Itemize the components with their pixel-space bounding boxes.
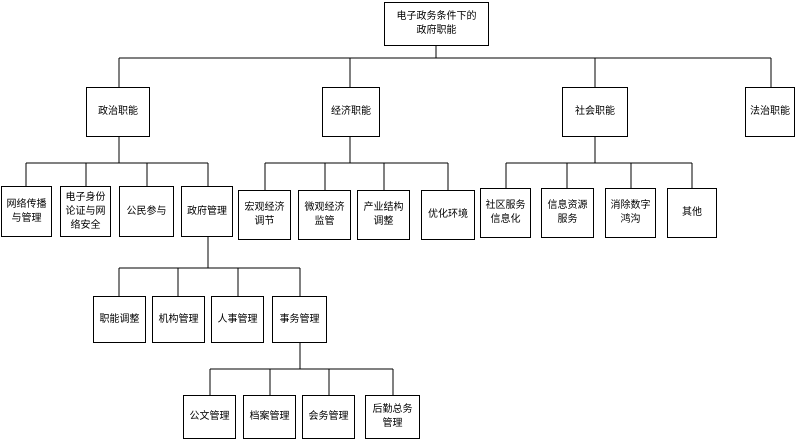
- digital-divide-node: 消除数字 鸿沟: [605, 188, 656, 238]
- citizen-participation-node: 公民参与: [119, 186, 174, 237]
- optimize-environment-node: 优化环境: [421, 190, 475, 240]
- function-adjustment-node: 职能调整: [93, 296, 146, 343]
- network-communication-node: 网络传播 与管理: [1, 186, 52, 237]
- legal-function-node: 法治职能: [745, 87, 795, 137]
- personnel-management-node: 人事管理: [211, 296, 264, 343]
- affairs-management-node: 事务管理: [272, 296, 327, 343]
- political-function-node: 政治职能: [86, 87, 150, 137]
- organization-management-node: 机构管理: [152, 296, 205, 343]
- community-service-node: 社区服务 信息化: [480, 188, 531, 238]
- document-management-node: 公文管理: [183, 395, 236, 439]
- macroeconomic-regulation-node: 宏观经济 调节: [238, 190, 291, 240]
- logistics-management-node: 后勤总务 管理: [365, 395, 420, 439]
- government-management-node: 政府管理: [181, 186, 233, 237]
- other-node: 其他: [667, 188, 717, 238]
- meeting-management-node: 会务管理: [302, 395, 355, 439]
- electronic-id-security-node: 电子身份 论证与网 络安全: [60, 186, 111, 237]
- industrial-structure-node: 产业结构 调整: [357, 190, 410, 240]
- info-resource-service-node: 信息资源 服务: [541, 188, 594, 238]
- microeconomic-supervision-node: 微观经济 监管: [298, 190, 351, 240]
- economic-function-node: 经济职能: [322, 87, 380, 137]
- root-node: 电子政务条件下的 政府职能: [384, 2, 489, 46]
- social-function-node: 社会职能: [562, 87, 628, 137]
- archive-management-node: 档案管理: [243, 395, 296, 439]
